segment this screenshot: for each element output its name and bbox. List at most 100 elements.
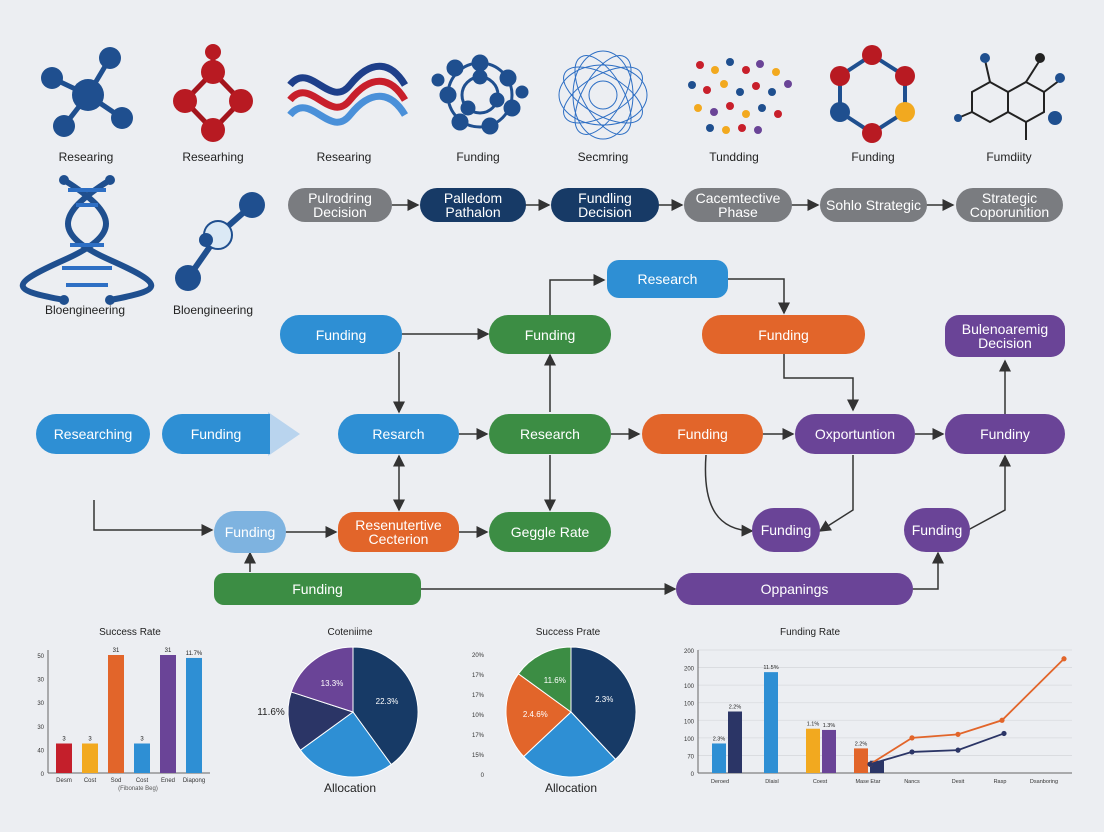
y-tick-label: 50 xyxy=(37,654,44,660)
network-molecule-icon xyxy=(431,54,529,135)
allocation-pie-chart: 22.3%13.3% xyxy=(287,646,419,778)
node-research-top[interactable]: Research xyxy=(607,260,728,298)
series-point xyxy=(955,731,961,737)
chart-footnote: (Fibonate Beg) xyxy=(118,786,158,792)
node-decision[interactable]: Bulenoaremig Decision xyxy=(945,315,1065,357)
node-researching[interactable]: Researching xyxy=(36,414,150,454)
y-tick-label: 30 xyxy=(37,725,44,731)
node-funding-blob[interactable]: Funding xyxy=(214,511,286,553)
bar-value-label: 1.1% xyxy=(807,722,820,728)
icon-label: Tundding xyxy=(709,150,759,164)
icon-label: Fumdiity xyxy=(986,150,1032,164)
particle-cluster-icon xyxy=(688,58,792,134)
y-tick-label: 100 xyxy=(684,702,695,708)
process-step[interactable]: Strategic Coporunition xyxy=(956,188,1063,222)
bar-value-label: 1.3% xyxy=(823,723,836,729)
icon-label: Researing xyxy=(316,150,372,164)
process-step[interactable]: Palledom Pathalon xyxy=(420,188,526,222)
chart-title: Success Prate xyxy=(535,627,601,638)
dna-helix-icon xyxy=(19,175,155,305)
pie-slice xyxy=(287,691,355,751)
node-research[interactable]: Resarch xyxy=(338,414,459,454)
node-funding-bar[interactable]: Funding xyxy=(214,573,421,605)
process-step[interactable]: Pulrodring Decision xyxy=(288,188,392,222)
x-tick-label: Diapong xyxy=(183,778,205,784)
y-tick-label: 200 xyxy=(684,649,695,655)
bar xyxy=(712,743,726,773)
node-fundiny[interactable]: Fundiny xyxy=(945,414,1065,454)
icon-label: Researing xyxy=(58,150,114,164)
icon-label: Funding xyxy=(456,150,500,164)
bar xyxy=(822,729,836,773)
bar xyxy=(806,728,820,773)
x-tick-label: Mase Etar xyxy=(855,779,880,785)
x-tick-label: Cost xyxy=(84,778,97,784)
bar-value-label: 31 xyxy=(165,648,172,654)
series-point xyxy=(999,717,1005,723)
x-tick-label: Rasp xyxy=(994,779,1007,785)
node-funding-arrow[interactable]: Funding xyxy=(162,414,270,454)
wire-sphere-icon xyxy=(558,50,648,140)
node-oppanings[interactable]: Oppanings xyxy=(676,573,913,605)
pie-slice-label: 13.3% xyxy=(321,679,344,688)
chart-title: Success Rate xyxy=(99,627,161,638)
pie-side-label: 11.6% xyxy=(257,707,285,718)
series-point xyxy=(1001,730,1007,737)
icon-label: Bloengineering xyxy=(172,303,254,317)
x-tick-label: Dlaisl xyxy=(765,779,778,785)
icon-label: Bloengineering xyxy=(44,303,126,317)
x-tick-label: Coest xyxy=(813,779,828,785)
process-step[interactable]: Cacemtective Phase xyxy=(684,188,792,222)
node-research[interactable]: Research xyxy=(489,414,611,454)
pie-slice-label: 2.4.6% xyxy=(523,710,548,719)
node-funding-blob[interactable]: Funding xyxy=(904,508,970,552)
y-tick-label: 17% xyxy=(472,693,485,699)
y-tick-label: 30 xyxy=(37,701,44,707)
y-tick-label: 0 xyxy=(691,772,695,778)
bar xyxy=(108,655,124,773)
bar xyxy=(728,711,742,773)
y-tick-label: 0 xyxy=(41,772,45,778)
bar-value-label: 3 xyxy=(62,737,66,743)
node-opportunity[interactable]: Oxportuntion xyxy=(795,414,915,454)
x-tick-label: Dsanboring xyxy=(1030,779,1058,785)
x-tick-label: Deroed xyxy=(711,779,729,785)
pie-slice xyxy=(522,711,617,778)
bar-value-label: 11.5% xyxy=(763,665,778,671)
node-funding[interactable]: Funding xyxy=(642,414,763,454)
bar xyxy=(160,655,176,773)
node-geggle-rate[interactable]: Geggle Rate xyxy=(489,512,611,552)
bar xyxy=(134,743,150,773)
pie-slice xyxy=(505,673,572,758)
pie-slice xyxy=(299,711,392,778)
process-step[interactable]: Fundling Decision xyxy=(551,188,659,222)
chart-subtitle: Allocation xyxy=(544,781,598,795)
y-tick-label: 0 xyxy=(481,773,485,779)
y-tick-label: 100 xyxy=(684,684,695,690)
x-tick-label: Desit xyxy=(952,779,965,785)
x-tick-label: Ened xyxy=(161,778,175,784)
x-tick-label: Desm xyxy=(56,778,72,784)
bar-value-label: 31 xyxy=(113,648,120,654)
pie-slice xyxy=(517,646,572,713)
icon-label: Secmring xyxy=(577,150,629,164)
process-step[interactable]: Sohlo Strategic xyxy=(820,188,927,222)
node-cection[interactable]: Resenutertive Cecterion xyxy=(338,512,459,552)
x-tick-label: Cost xyxy=(136,778,149,784)
node-funding[interactable]: Funding xyxy=(280,315,402,354)
pie-slice-label: 2.3% xyxy=(595,695,613,704)
y-tick-label: 10% xyxy=(472,713,485,719)
bar-value-label: 2.2% xyxy=(855,741,868,747)
node-funding[interactable]: Funding xyxy=(489,315,611,354)
icon-label: Funding xyxy=(851,150,895,164)
success-rate-bar-chart: 040303030503Desm3Cost31Sod3Cost31Ened11.… xyxy=(37,648,210,792)
molecule-blue-icon xyxy=(41,47,133,137)
y-tick-label: 15% xyxy=(472,753,485,759)
series-point xyxy=(867,761,873,767)
node-funding[interactable]: Funding xyxy=(702,315,865,354)
series-point xyxy=(1061,656,1067,662)
chart-subtitle: Allocation xyxy=(323,781,377,795)
success-rate-pie-chart: 015%17%10%17%17%20%2.3%2.4.6%11.6% xyxy=(472,646,637,779)
x-tick-label: Sod xyxy=(111,778,122,784)
node-funding-blob[interactable]: Funding xyxy=(752,508,820,552)
